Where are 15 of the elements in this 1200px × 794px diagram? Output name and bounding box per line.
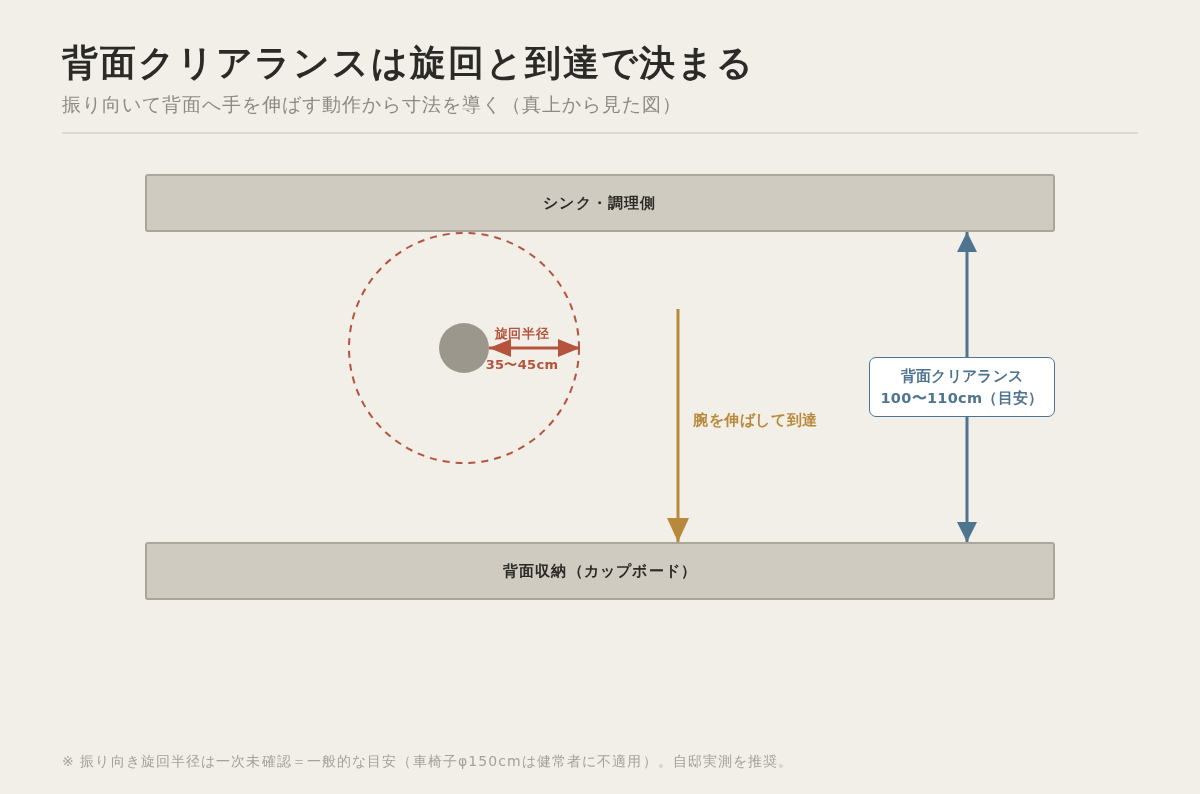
turning-circle [348,232,580,464]
dimension-text: 35〜45cm [485,356,559,374]
bar-label: シンク・調理側 [543,193,657,213]
arrow [489,339,580,357]
arrow [667,309,689,542]
edge-label: 旋回半径 [494,325,550,343]
dimension-label: 背面クリアランス 100〜110cm（目安） [869,357,1055,417]
footnote: ※ 振り向き旋回半径は一次未確認＝一般的な目安（車椅子φ150cmは健常者に不適用）。自邸実測を推奨。 [62,752,794,771]
counter-bar [145,174,1055,232]
title: 背面クリアランスは旋回と到達で決まる [62,41,756,85]
bar-label: 背面収納（カップボード） [502,561,698,581]
edge-label: 腕を伸ばして到達 [693,410,818,430]
subtitle: 振り向いて背面へ手を伸ばす動作から寸法を導く（真上から見た図） [62,92,682,117]
arrow [957,230,977,544]
storage-bar [145,542,1055,600]
